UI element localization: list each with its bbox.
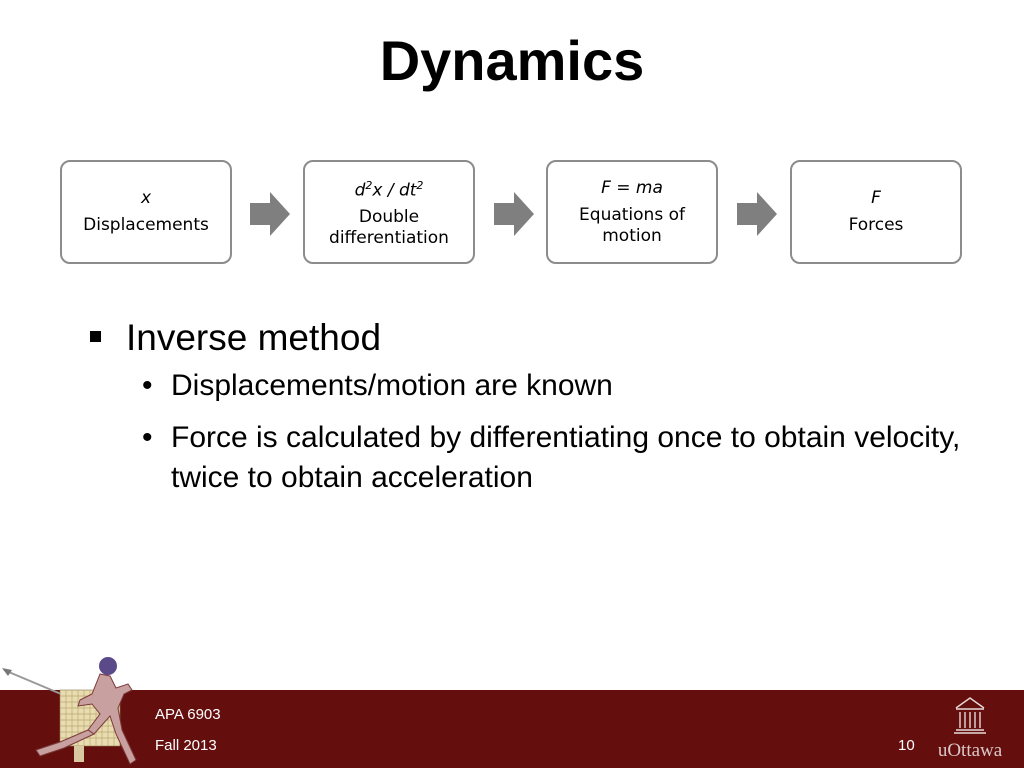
bullet-main: Inverse method [86, 316, 986, 360]
dot-bullet-icon: • [142, 369, 153, 402]
right-arrow-icon [494, 192, 534, 236]
slide-title: Dynamics [379, 29, 645, 92]
flow-box-label: Forces [848, 215, 904, 235]
square-bullet-icon [90, 331, 101, 342]
term-label: Fall 2013 [155, 737, 217, 754]
flow-box-math: F = ma [601, 177, 663, 198]
math-mid: x / dt [372, 180, 417, 201]
bullet-main-text: Inverse method [126, 317, 382, 358]
flow-box-label: Double differentiation [329, 207, 449, 249]
dot-bullet-icon: • [142, 421, 153, 454]
flow-box-label: Equations of motion [579, 204, 685, 246]
flow-box-double-differentiation: d2x / dt2 Double differentiation [303, 160, 475, 264]
math-sup: 2 [416, 178, 424, 192]
uottawa-building-icon [954, 697, 986, 734]
math-sup: 2 [365, 178, 373, 192]
right-arrow-icon [250, 192, 290, 236]
math-d: d [354, 180, 366, 201]
flow-box-math: d2x / dt2 [355, 175, 424, 202]
runner-mascot-icon [2, 657, 137, 765]
sub-bullet-text: Displacements/motion are known [171, 369, 613, 402]
flow-box-displacements: x Displacements [60, 160, 232, 264]
flow-box-forces: F Forces [790, 160, 962, 264]
footer-bar [0, 690, 1024, 768]
sub-bullet: • Displacements/motion are known [136, 366, 986, 406]
uottawa-logo: uOttawa [930, 694, 1010, 764]
sub-bullet-text: Force is calculated by differentiating o… [171, 421, 961, 494]
bullet-list: Inverse method • Displacements/motion ar… [86, 316, 986, 498]
flow-box-math: x [140, 188, 152, 208]
course-code: APA 6903 [155, 706, 221, 723]
right-arrow-icon [737, 192, 777, 236]
flow-box-math: F [871, 188, 881, 208]
flow-box-label: Displacements [83, 215, 209, 235]
logo-wordmark: uOttawa [937, 740, 1003, 761]
flow-box-equations-of-motion: F = ma Equations of motion [546, 160, 718, 264]
sub-bullet: • Force is calculated by differentiating… [136, 418, 986, 498]
page-number: 10 [898, 737, 915, 754]
